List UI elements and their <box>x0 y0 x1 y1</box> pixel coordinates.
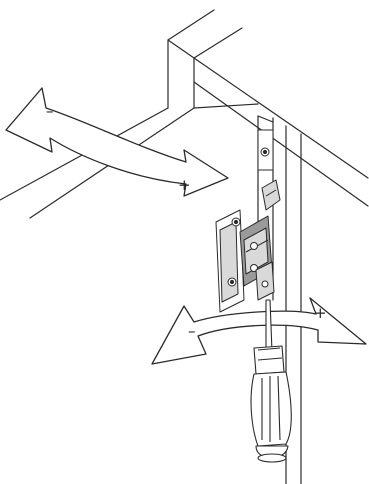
hinge <box>216 130 280 312</box>
top-adjust-arrow: – + <box>6 88 228 196</box>
minus-label: – <box>46 102 54 120</box>
cabinet-frame <box>0 10 368 484</box>
minus-label: – <box>188 322 196 340</box>
plus-label: + <box>178 176 191 194</box>
curved-double-arrow-icon <box>6 88 228 196</box>
plus-label: + <box>314 304 327 322</box>
